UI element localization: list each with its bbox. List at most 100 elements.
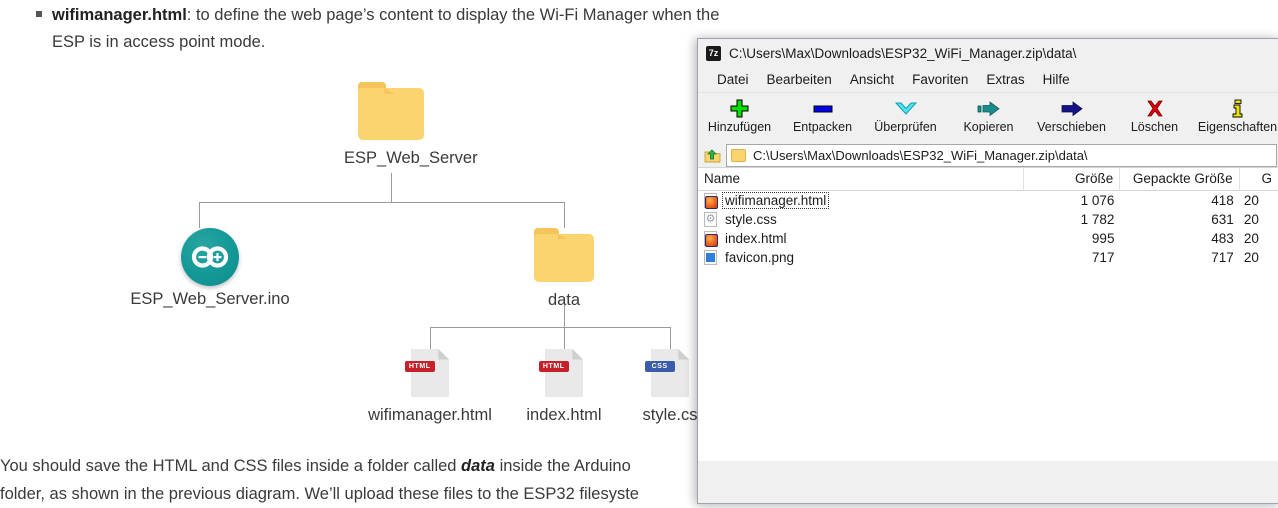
file-packed-size: 631 [1211, 212, 1234, 227]
file-modified: 20 [1243, 193, 1259, 208]
html-badge-label: HTML [404, 361, 435, 373]
toolbar-button-properties[interactable]: Eigenschaften [1196, 96, 1278, 134]
bullet-text-rest: : to define the web page’s content to di… [186, 6, 720, 24]
sevenzip-window[interactable]: 7z C:\Users\Max\Downloads\ESP32_WiFi_Man… [697, 38, 1278, 504]
toolbar-button-test-label: Überprüfen [874, 120, 937, 134]
table-row[interactable]: favicon.png 717 717 20 [698, 248, 1278, 267]
bullet-point-icon [36, 11, 42, 18]
extract-bar-icon [812, 98, 834, 118]
menu-bar[interactable]: Datei Bearbeiten Ansicht Favoriten Extra… [698, 67, 1278, 92]
bullet-paragraph: wifimanager.html: to define the web page… [36, 2, 816, 56]
address-field[interactable]: C:\Users\Max\Downloads\ESP32_WiFi_Manage… [726, 144, 1277, 167]
column-header-packed[interactable]: Gepackte Größe [1120, 168, 1240, 190]
table-row[interactable]: index.html 995 483 20 [698, 229, 1278, 248]
chevron-down-icon [894, 98, 918, 118]
menu-item-bearbeiten[interactable]: Bearbeiten [766, 72, 832, 87]
info-i-icon [1230, 98, 1246, 118]
delete-x-icon [1145, 98, 1165, 118]
connector-to-style [670, 327, 671, 349]
column-header-name[interactable]: Name [698, 168, 1025, 190]
diagram-node-ino-label: ESP_Web_Server.ino [130, 290, 290, 308]
html-badge-label: HTML [538, 361, 569, 373]
file-modified: 20 [1243, 231, 1259, 246]
toolbar-button-extract-label: Entpacken [792, 120, 853, 134]
file-list-header[interactable]: Name Größe Gepackte Größe G [698, 167, 1278, 191]
diagram-node-style: CSS style.cs [625, 349, 715, 425]
file-modified: 20 [1243, 250, 1259, 265]
toolbar-button-delete-label: Löschen [1130, 120, 1179, 134]
file-packed-size: 717 [1211, 250, 1234, 265]
toolbar[interactable]: Hinzufügen Entpacken Überprüfen [698, 92, 1278, 144]
up-folder-icon[interactable] [700, 145, 724, 166]
toolbar-button-add-label: Hinzufügen [707, 120, 772, 134]
table-row[interactable]: ⚙ style.css 1 782 631 20 [698, 210, 1278, 229]
file-list[interactable]: wifimanager.html 1 076 418 20 ⚙ style.cs… [698, 191, 1278, 461]
diagram-node-data: data [517, 228, 611, 310]
html-file-icon: HTML [404, 349, 449, 397]
menu-item-favoriten[interactable]: Favoriten [912, 72, 969, 87]
window-title: C:\Users\Max\Downloads\ESP32_WiFi_Manage… [729, 45, 1077, 61]
file-size: 717 [1091, 250, 1115, 265]
connector-root-down [391, 173, 392, 202]
arduino-icon [181, 228, 239, 286]
plus-icon [730, 98, 749, 118]
toolbar-button-delete[interactable]: Löschen [1113, 96, 1196, 134]
connector-to-wifimanager [430, 327, 431, 349]
bottom-text-line2: folder, as shown in the previous diagram… [0, 485, 639, 503]
toolbar-button-copy[interactable]: Kopieren [947, 96, 1030, 134]
toolbar-button-test[interactable]: Überprüfen [864, 96, 947, 134]
toolbar-button-move-label: Verschieben [1037, 120, 1106, 134]
menu-item-ansicht[interactable]: Ansicht [849, 72, 895, 87]
html-file-icon: HTML [538, 349, 583, 397]
css-file-icon: CSS [644, 349, 689, 397]
move-arrow-icon [1060, 98, 1084, 118]
connector-level2-horizontal [430, 327, 670, 328]
diagram-node-index-label: index.html [526, 406, 602, 424]
connector-data-down [564, 305, 565, 327]
column-header-size[interactable]: Größe [1024, 168, 1121, 190]
file-name: wifimanager.html [721, 192, 830, 209]
address-path-text: C:\Users\Max\Downloads\ESP32_WiFi_Manage… [753, 148, 1088, 163]
png-doc-icon [704, 250, 717, 265]
diagram-node-index: HTML index.html [502, 349, 626, 425]
toolbar-button-move[interactable]: Verschieben [1030, 96, 1113, 134]
sevenzip-app-icon: 7z [706, 45, 721, 61]
file-size: 995 [1091, 231, 1115, 246]
diagram-node-wifimanager-label: wifimanager.html [368, 406, 492, 424]
toolbar-button-copy-label: Kopieren [963, 120, 1014, 134]
diagram-node-root: ESP_Web_Server [344, 82, 478, 168]
html-doc-icon [704, 193, 718, 209]
html-doc-icon [704, 231, 718, 247]
connector-to-ino [199, 202, 200, 228]
address-bar[interactable]: C:\Users\Max\Downloads\ESP32_WiFi_Manage… [698, 144, 1278, 167]
diagram-node-wifimanager: HTML wifimanager.html [358, 349, 502, 425]
copy-arrow-icon [977, 98, 1001, 118]
connector-to-data [564, 202, 565, 228]
file-packed-size: 483 [1211, 231, 1234, 246]
window-titlebar[interactable]: 7z C:\Users\Max\Downloads\ESP32_WiFi_Man… [698, 39, 1278, 67]
folder-icon [534, 228, 594, 282]
file-packed-size: 418 [1211, 193, 1234, 208]
folder-structure-diagram: ESP_Web_Server ESP_Web_Server.ino [0, 60, 720, 440]
bottom-paragraph: You should save the HTML and CSS files i… [0, 452, 720, 508]
diagram-node-data-label: data [547, 291, 581, 309]
menu-item-extras[interactable]: Extras [986, 72, 1025, 87]
diagram-node-style-label: style.cs [642, 406, 698, 424]
css-doc-icon: ⚙ [704, 212, 717, 227]
folder-icon [731, 149, 746, 162]
bullet-text-line2: ESP is in access point mode. [52, 33, 266, 51]
table-row[interactable]: wifimanager.html 1 076 418 20 [698, 191, 1278, 210]
toolbar-button-add[interactable]: Hinzufügen [698, 96, 781, 134]
connector-level1-horizontal [199, 202, 565, 203]
menu-item-hilfe[interactable]: Hilfe [1042, 72, 1070, 87]
toolbar-button-extract[interactable]: Entpacken [781, 96, 864, 134]
file-name: index.html [725, 231, 787, 246]
bottom-text-a: You should save the HTML and CSS files i… [0, 457, 462, 475]
file-size: 1 782 [1080, 212, 1115, 227]
file-modified: 20 [1243, 212, 1259, 227]
menu-item-datei[interactable]: Datei [717, 72, 749, 87]
diagram-node-root-label: ESP_Web_Server [344, 149, 478, 167]
column-header-modified[interactable]: G [1240, 168, 1278, 190]
folder-icon [358, 82, 424, 140]
bullet-file-name: wifimanager.html [52, 6, 187, 24]
